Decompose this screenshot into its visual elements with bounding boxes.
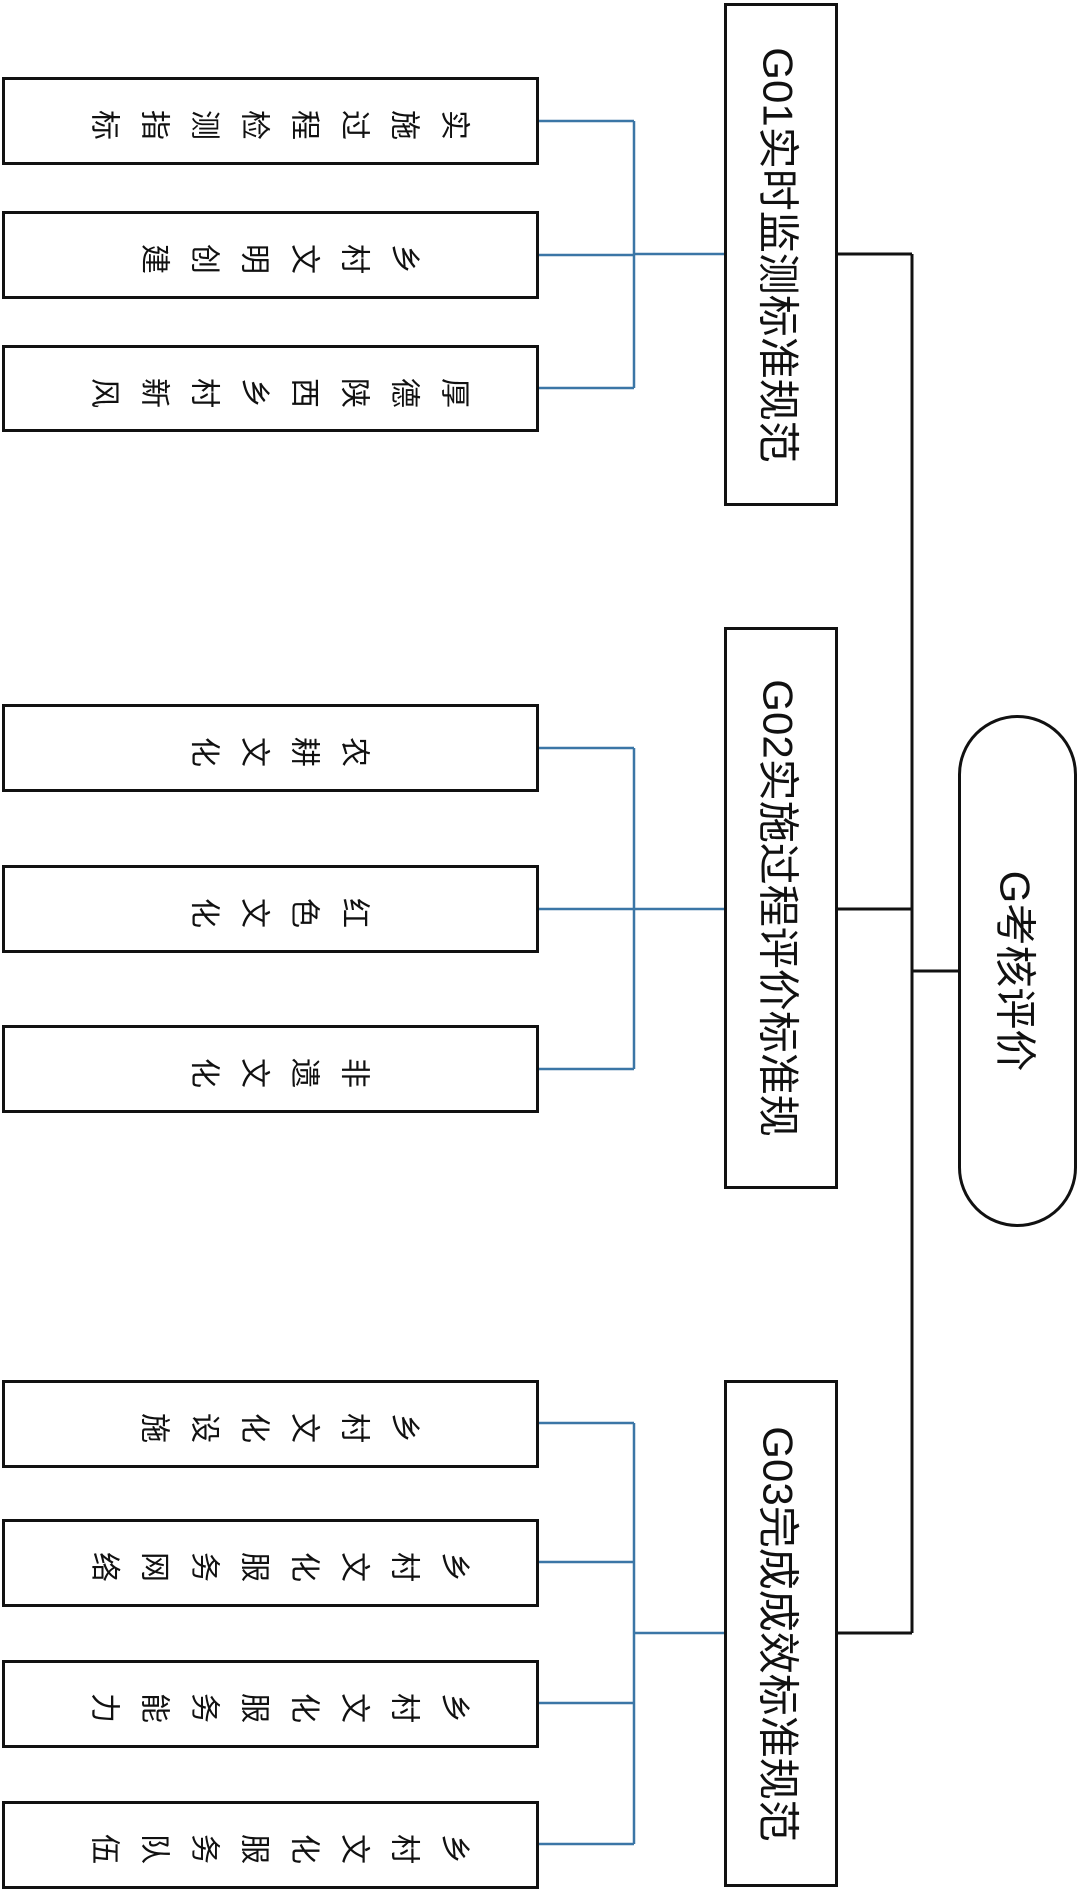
leaf-text: 农耕文化	[170, 731, 371, 766]
leaf-text: 乡村文化服务网络	[70, 1546, 471, 1581]
leaf-node: 农耕文化	[2, 704, 539, 792]
leaf-node: 实施过程检测指标	[2, 77, 539, 165]
group-node-g01: G01实时监测标准规范	[724, 3, 838, 506]
group-label: 实时监测标准规范	[753, 126, 803, 463]
leaf-node: 厚德陕西乡村新风	[2, 345, 539, 432]
leaf-node: 乡村文明创建	[2, 211, 539, 299]
leaf-text: 乡村文化设施	[120, 1407, 421, 1442]
branch-connectors	[538, 119, 726, 1846]
leaf-text: 厚德陕西乡村新风	[70, 371, 471, 407]
group-code: G03	[754, 1425, 802, 1506]
root-node: G考核评价	[958, 715, 1077, 1227]
group-node-text: G02实施过程评价标准规	[751, 679, 812, 1136]
leaf-text: 乡村文化服务队伍	[70, 1828, 471, 1863]
root-label: 考核评价	[990, 903, 1039, 1072]
leaf-node: 红色文化	[2, 865, 539, 953]
group-node-text: G03完成成效标准规范	[751, 1426, 812, 1841]
group-node-g03: G03完成成效标准规范	[724, 1380, 838, 1887]
root-node-text: G考核评价	[987, 871, 1048, 1072]
group-code: G02	[754, 679, 802, 759]
trunk-connectors	[837, 252, 958, 1635]
leaf-text: 实施过程检测指标	[70, 104, 471, 139]
leaf-text: 红色文化	[170, 892, 371, 927]
leaf-node: 乡村文化服务能力	[2, 1660, 539, 1748]
leaf-node: 乡村文化服务网络	[2, 1519, 539, 1607]
leaf-node: 乡村文化服务队伍	[2, 1801, 539, 1889]
group-node-g02: G02实施过程评价标准规	[724, 627, 838, 1189]
group-code: G01	[754, 46, 802, 127]
leaf-text: 乡村文化服务能力	[70, 1687, 471, 1722]
leaf-node: 乡村文化设施	[2, 1380, 539, 1468]
leaf-text: 乡村文明创建	[120, 238, 421, 273]
leaf-node: 非遗文化	[2, 1025, 539, 1113]
root-code: G	[991, 870, 1038, 904]
group-label: 实施过程评价标准规	[753, 758, 803, 1137]
group-label: 完成成效标准规范	[753, 1505, 803, 1842]
group-node-text: G01实时监测标准规范	[751, 47, 812, 462]
leaf-text: 非遗文化	[170, 1052, 371, 1087]
